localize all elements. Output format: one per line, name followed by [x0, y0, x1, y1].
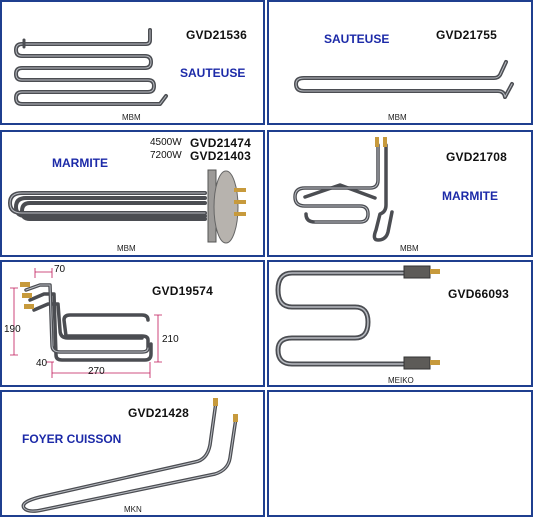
category-label: SAUTEUSE: [324, 32, 390, 46]
heating-element-icon: [294, 60, 514, 99]
product-code: GVD21536: [186, 28, 247, 42]
product-code-alt: GVD21403: [190, 149, 251, 163]
category-label: MARMITE: [442, 189, 498, 203]
dimension-top: 70: [54, 264, 66, 275]
heating-element-icon: [21, 398, 238, 513]
category-label: FOYER CUISSON: [22, 432, 122, 446]
heating-element-icon: [293, 137, 394, 242]
category-label: SAUTEUSE: [180, 66, 246, 80]
power-rating: 4500W: [150, 137, 182, 148]
heating-element-icon: [14, 28, 168, 106]
brand-label: MEIKO: [388, 376, 414, 385]
brand-label: MBM: [400, 244, 419, 253]
dimension-right: 210: [162, 334, 179, 345]
product-code: GVD21755: [436, 28, 497, 42]
product-code: GVD21708: [446, 150, 507, 164]
product-code: GVD21474: [190, 136, 251, 150]
dimension-left: 190: [4, 324, 21, 335]
dimension-bottom: 270: [88, 366, 105, 377]
brand-label: MKN: [124, 505, 142, 514]
dimension-bottom-offset: 40: [36, 358, 48, 369]
heating-element-icon: [8, 169, 246, 244]
brand-label: MBM: [117, 244, 136, 253]
product-cell-5: [0, 260, 265, 387]
brand-label: MBM: [388, 113, 407, 122]
power-rating: 7200W: [150, 150, 182, 161]
product-code: GVD19574: [152, 284, 213, 298]
heating-element-icon: [10, 268, 162, 378]
heating-element-icon: [275, 265, 440, 370]
brand-label: MBM: [122, 113, 141, 122]
empty-cell: [267, 390, 533, 517]
category-label: MARMITE: [52, 156, 108, 170]
product-cell-2: [267, 0, 533, 125]
product-code: GVD66093: [448, 287, 509, 301]
product-code: GVD21428: [128, 406, 189, 420]
